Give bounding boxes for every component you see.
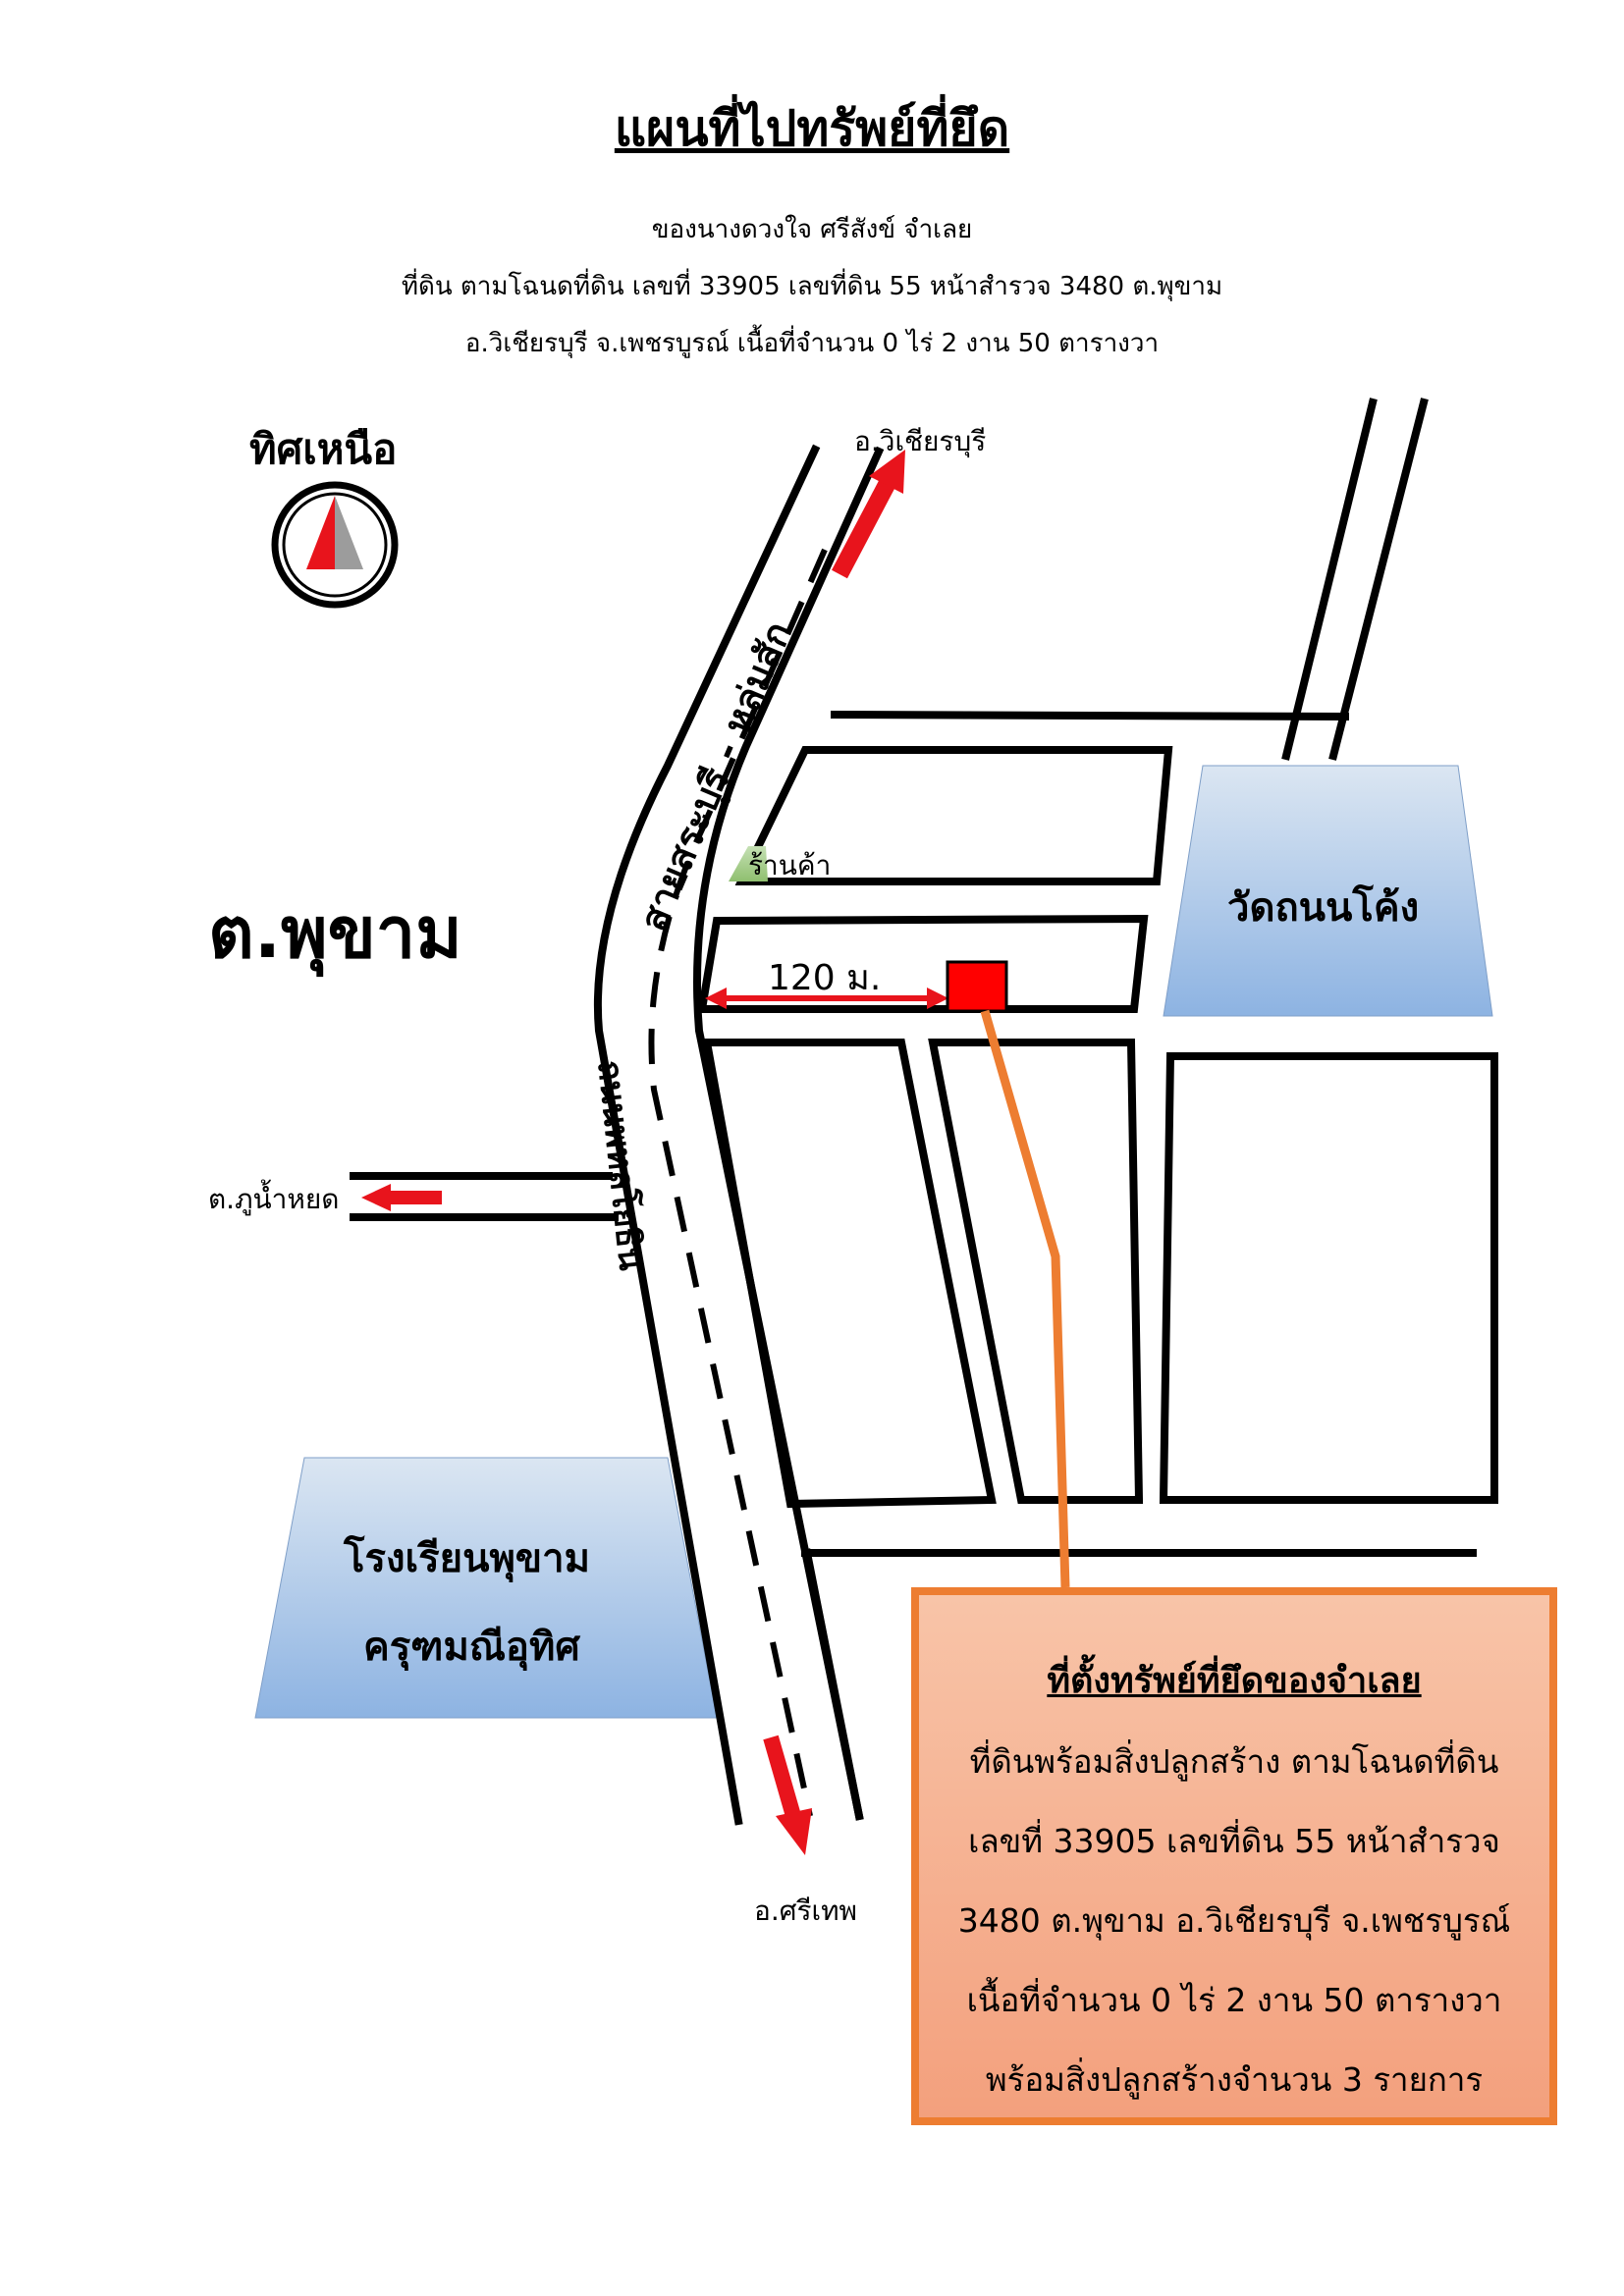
info-box-line: ที่ดินพร้อมสิ่งปลูกสร้าง ตามโฉนดที่ดิน bbox=[969, 1742, 1499, 1781]
label-to-wichianburi: อ.วิเชียรบุรี bbox=[854, 425, 987, 457]
block-lower-right bbox=[1159, 1052, 1498, 1504]
temple-landmark bbox=[1163, 765, 1493, 1017]
subtitle-line-3: อ.วิเชียรบุรี จ.เพชรบูรณ์ เนื้อที่จำนวน … bbox=[464, 329, 1160, 358]
shop-label: ร้านค้า bbox=[748, 849, 832, 881]
subdistrict-label: ต.พุขาม bbox=[208, 891, 462, 974]
upper-cross-road bbox=[830, 710, 1350, 721]
info-box-line: พร้อมสิ่งปลูกสร้างจำนวน 3 รายการ bbox=[985, 2060, 1484, 2099]
arrow-to-wichianburi bbox=[832, 450, 905, 579]
info-box-line: 3480 ต.พุขาม อ.วิเชียรบุรี จ.เพชรบูรณ์ bbox=[957, 1901, 1511, 1940]
school-label-line1: โรงเรียนพุขาม bbox=[344, 1536, 590, 1581]
main-road-edge-right bbox=[693, 446, 885, 1821]
main-road-edge-left bbox=[593, 444, 821, 1826]
label-to-phu-nam-yot: ต.ภูน้ำหยด bbox=[208, 1183, 340, 1215]
arrow-to-phu-nam-yot bbox=[361, 1184, 442, 1211]
distance-label: 120 ม. bbox=[768, 958, 882, 998]
block-lower-left bbox=[702, 1039, 997, 1509]
subtitle-line-1: ของนางดวงใจ ศรีสังข์ จำเลย bbox=[651, 215, 973, 244]
block-lower-middle bbox=[928, 1039, 1144, 1504]
info-box-title: ที่ตั้งทรัพย์ที่ยึดของจำเลย bbox=[1047, 1661, 1422, 1701]
subtitle-line-2: ที่ดิน ตามโฉนดที่ดิน เลขที่ 33905 เลขที่… bbox=[401, 272, 1223, 301]
bottom-road-side bbox=[802, 1548, 864, 1821]
property-info-box: ที่ตั้งทรัพย์ที่ยึดของจำเลย ที่ดินพร้อมส… bbox=[911, 1587, 1557, 2125]
temple-label: วัดถนนโค้ง bbox=[1227, 885, 1420, 931]
info-box-line: เนื้อที่จำนวน 0 ไร่ 2 งาน 50 ตารางวา bbox=[966, 1981, 1502, 2019]
compass-label: ทิศเหนือ bbox=[249, 425, 398, 473]
page-title: แผนที่ไปทรัพย์ที่ยึด bbox=[614, 100, 1010, 157]
distance-arrow bbox=[705, 988, 948, 1009]
property-marker bbox=[946, 960, 1008, 1013]
north-arrow-icon bbox=[271, 481, 399, 609]
label-to-sithep: อ.ศรีเทพ bbox=[754, 1895, 858, 1927]
shop-marker bbox=[729, 846, 768, 881]
leader-line bbox=[980, 1009, 1070, 1588]
arrow-to-sithep bbox=[763, 1735, 812, 1855]
school-label-line2: ครุฑมณีอุทิศ bbox=[363, 1625, 580, 1670]
block-shop bbox=[734, 746, 1173, 885]
right-road-edge-1 bbox=[1281, 398, 1378, 761]
block-property bbox=[697, 914, 1149, 1013]
right-road-edge-2 bbox=[1328, 398, 1429, 761]
info-box-line: เลขที่ 33905 เลขที่ดิน 55 หน้าสำรวจ bbox=[968, 1822, 1500, 1860]
